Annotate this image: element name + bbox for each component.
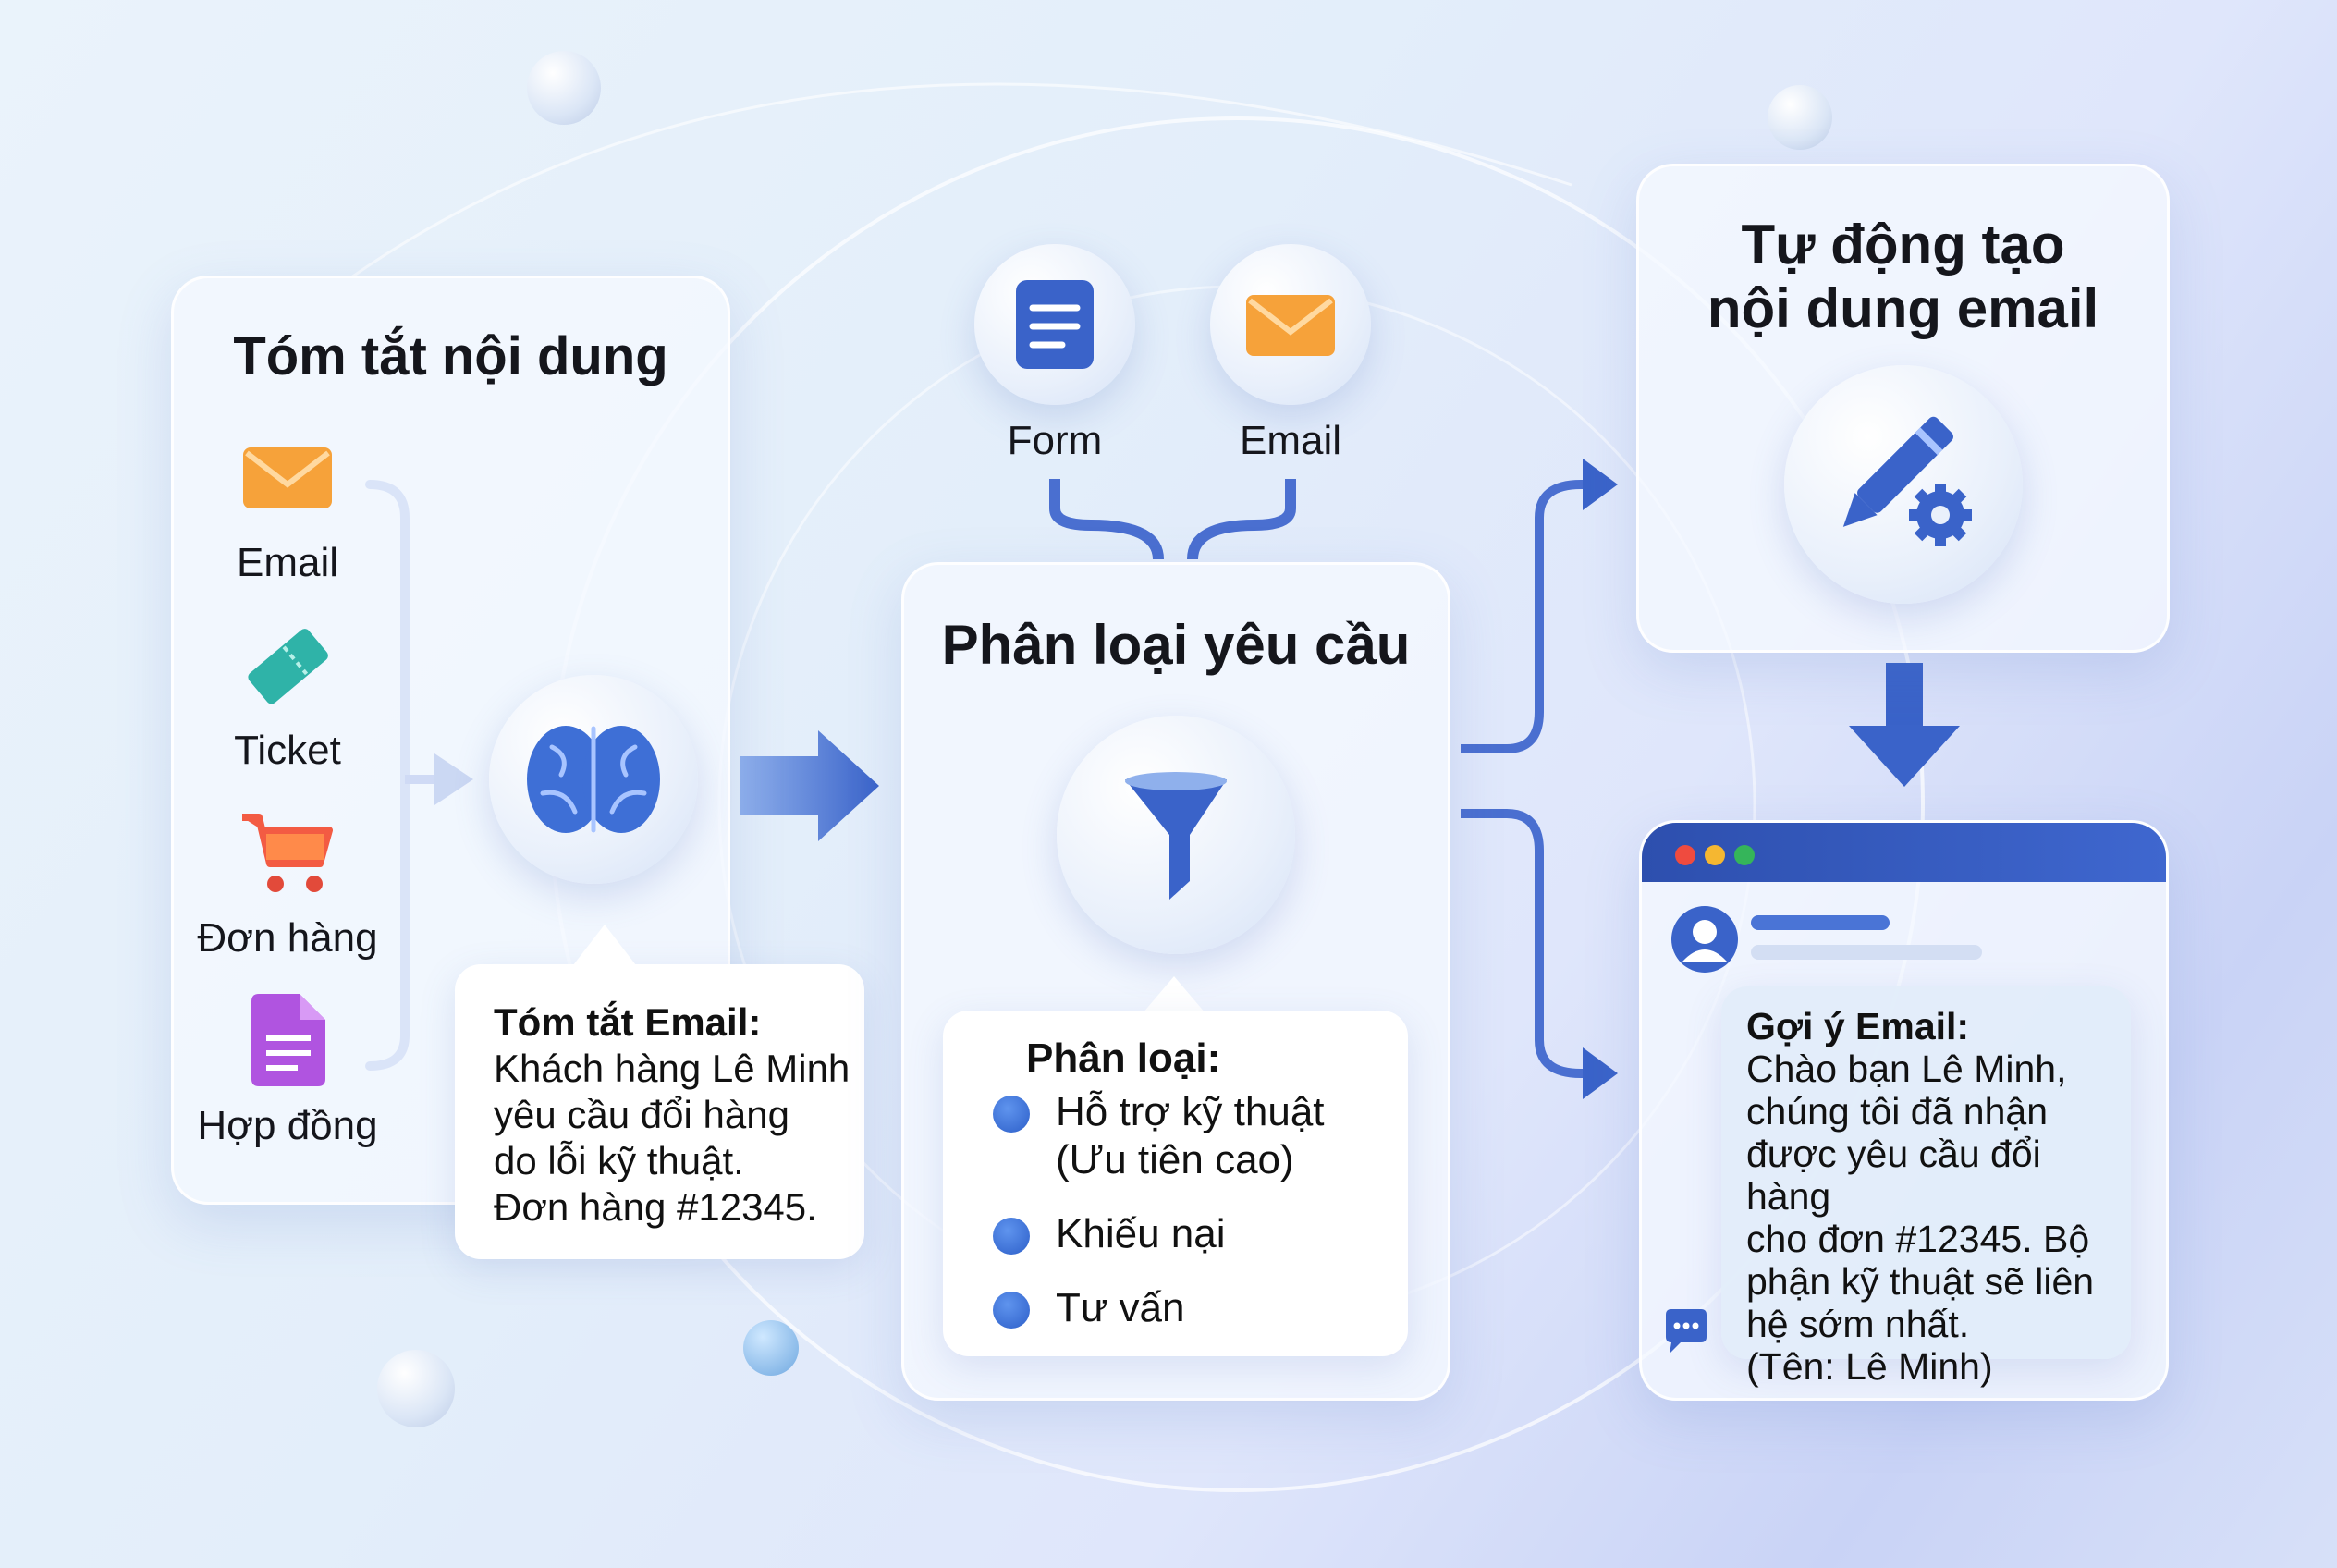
- suggestion-bubble: Gợi ý Email: Chào bạn Lê Minh, chúng tôi…: [1721, 986, 2131, 1388]
- generate-title-line: Tự động tạo: [1741, 214, 2065, 276]
- summary-bubble: Tóm tắt Email: Khách hàng Lê Minh yêu cầ…: [455, 964, 864, 1259]
- window-maximize-button[interactable]: [1734, 845, 1755, 865]
- email-icon: [1246, 295, 1335, 356]
- source-label: Hợp đồng: [197, 1103, 378, 1148]
- suggestion-line: được yêu cầu đổi hàng: [1746, 1133, 2041, 1218]
- cart-icon: [239, 808, 335, 897]
- window-minimize-button[interactable]: [1705, 845, 1725, 865]
- bubble-pointer: [1143, 976, 1205, 1013]
- input-label: Email: [1239, 418, 1342, 463]
- decor-sphere: [527, 51, 601, 125]
- window-title-bar: [1642, 823, 2166, 882]
- suggestion-line: Chào bạn Lê Minh,: [1746, 1047, 2067, 1090]
- avatar-icon: [1671, 906, 1738, 973]
- category-item: Tư vấn: [1056, 1285, 1185, 1330]
- summary-line: Đơn hàng #12345.: [494, 1185, 817, 1229]
- placeholder-line: [1751, 915, 1890, 930]
- suggestion-line: phận kỹ thuật sẽ liên: [1746, 1260, 2095, 1303]
- summary-line: do lỗi kỹ thuật.: [494, 1139, 744, 1182]
- classify-title: Phân loại yêu cầu: [941, 614, 1411, 676]
- form-icon: [1016, 280, 1094, 369]
- bubble-pointer: [573, 925, 636, 965]
- classify-bubble: Phân loại: Hỗ trợ kỹ thuật (Ưu tiên cao)…: [943, 1011, 1408, 1356]
- classify-heading: Phân loại:: [1026, 1035, 1221, 1081]
- brain-icon: [527, 726, 660, 833]
- decor-sphere: [377, 1350, 455, 1427]
- source-label: Đơn hàng: [197, 915, 378, 961]
- brain-node: [489, 675, 698, 884]
- category-priority: (Ưu tiên cao): [1056, 1137, 1294, 1182]
- window-close-button[interactable]: [1675, 845, 1695, 865]
- suggestion-heading: Gợi ý Email:: [1746, 1005, 1970, 1047]
- input-label: Form: [1007, 418, 1103, 463]
- bullet-icon: [993, 1096, 1030, 1133]
- generate-title-line: nội dung email: [1707, 277, 2099, 339]
- contract-icon: [251, 994, 325, 1086]
- pen-node: [1784, 365, 2023, 604]
- decor-sphere: [1768, 85, 1832, 150]
- category-item: Hỗ trợ kỹ thuật: [1056, 1089, 1325, 1134]
- decor-sphere: [743, 1320, 799, 1376]
- placeholder-line: [1751, 945, 1982, 960]
- form-node: [974, 244, 1135, 405]
- summary-title: Tóm tắt nội dung: [233, 326, 668, 386]
- suggestion-line: cho đơn #12345. Bộ: [1746, 1218, 2090, 1260]
- summary-line: yêu cầu đổi hàng: [494, 1093, 789, 1136]
- category-item: Khiếu nại: [1056, 1211, 1226, 1256]
- suggestion-line: hệ sớm nhất.: [1746, 1303, 1970, 1345]
- ticket-icon: [243, 621, 332, 710]
- suggestion-line: (Tên: Lê Minh): [1746, 1345, 1993, 1388]
- bullet-icon: [993, 1218, 1030, 1256]
- pen-gear-icon: [1842, 416, 1972, 546]
- summary-line: Khách hàng Lê Minh: [494, 1047, 850, 1090]
- email-icon: [243, 444, 332, 510]
- source-label: Ticket: [234, 728, 341, 773]
- email-node: [1210, 244, 1371, 405]
- bullet-icon: [993, 1292, 1030, 1329]
- source-label: Email: [236, 540, 339, 585]
- suggestion-line: chúng tôi đã nhận: [1746, 1090, 2048, 1133]
- chat-icon: [1666, 1309, 1707, 1354]
- summary-heading: Tóm tắt Email:: [494, 1000, 762, 1044]
- funnel-icon: [1125, 772, 1227, 900]
- funnel-node: [1057, 716, 1295, 954]
